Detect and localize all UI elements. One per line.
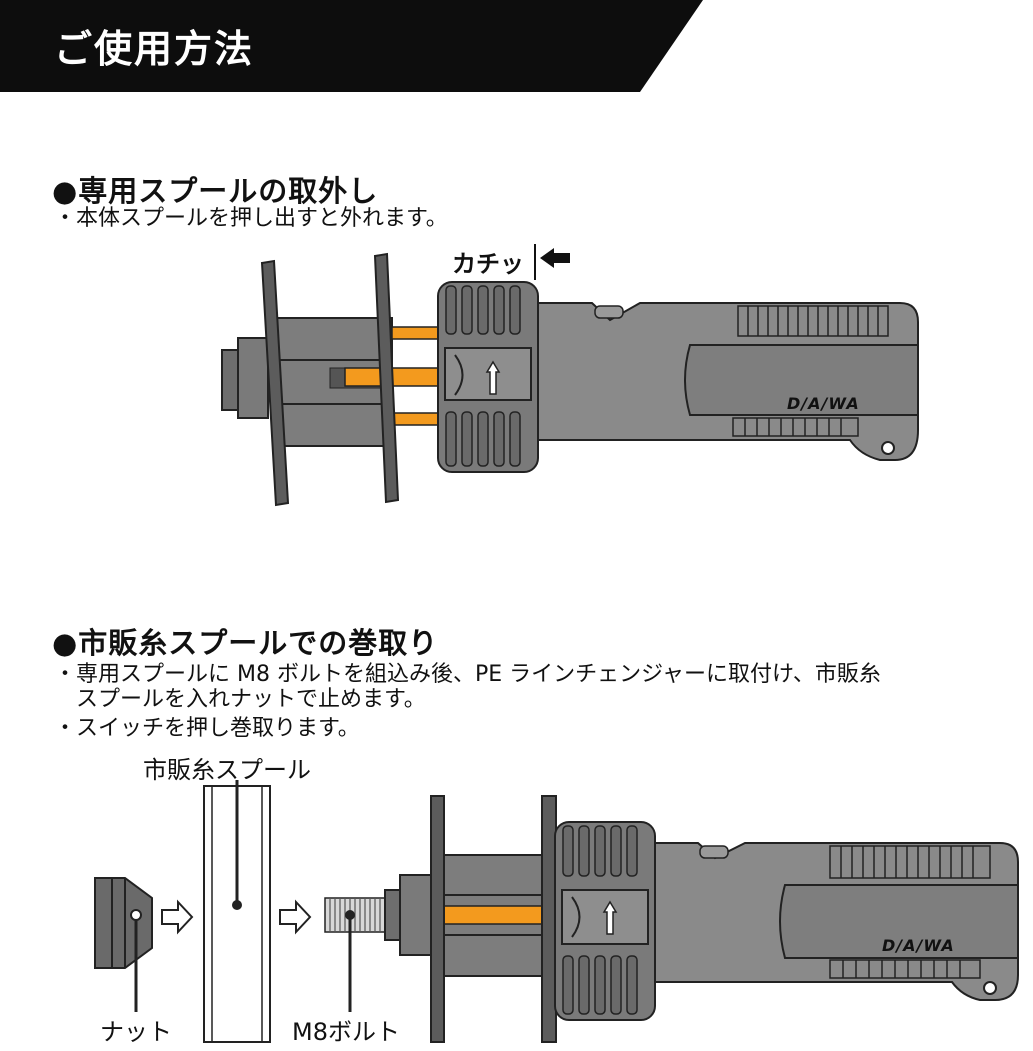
arrow-icon-2 [279, 899, 312, 935]
switch-button [594, 305, 624, 319]
nut [94, 877, 153, 969]
up-arrow-icon [485, 360, 501, 395]
section1-title: ●専用スプールの取外し [52, 174, 379, 208]
orange-rod-2 [443, 905, 546, 925]
brand-logo-1: D/A/WA [787, 394, 860, 413]
click-label: カチッ [452, 250, 524, 278]
label-commercial-spool: 市販糸スプール [143, 756, 311, 784]
switch-button-2 [699, 845, 729, 859]
section2-line-1: ・専用スプールに M8 ボルトを組込み後、PE ラインチェンジャーに取付け、市販… [54, 662, 881, 687]
header-band: ご使用方法 [0, 0, 1033, 92]
brand-logo-2: D/A/WA [882, 936, 955, 955]
spool-flange-left-2 [430, 795, 445, 1043]
section2-title: ●市販糸スプールでの巻取り [52, 626, 439, 660]
spool-flange-right-2 [541, 795, 557, 1043]
label-nut: ナット [100, 1018, 172, 1046]
label-m8-bolt: M8ボルト [292, 1018, 400, 1046]
section1-line-1: ・本体スプールを押し出すと外れます。 [54, 206, 448, 231]
header-background [0, 0, 703, 92]
arrow-icon-1 [161, 899, 194, 935]
spool-flange-right [373, 252, 400, 504]
up-arrow-icon-2 [602, 900, 618, 935]
push-arrow-icon [540, 248, 570, 268]
section2-line-2: スプールを入れナットで止めます。 [54, 687, 426, 712]
section2-line-3: ・スイッチを押し巻取ります。 [54, 716, 360, 741]
spool-flange-left [260, 259, 290, 507]
page-title: ご使用方法 [54, 27, 255, 71]
